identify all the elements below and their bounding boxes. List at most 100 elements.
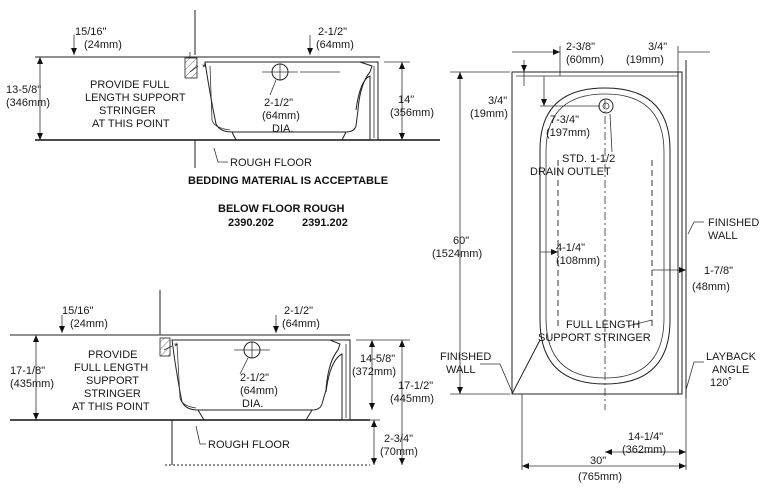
plan-60-arrow-bot — [457, 387, 463, 394]
plan-197mm-label: (197mm) — [546, 127, 590, 139]
bot-dim-1712-arrow-bot — [399, 458, 405, 465]
plan-30-arrow-l — [522, 463, 529, 469]
plan-finished-wall-l-l2: WALL — [446, 364, 476, 376]
top-dim-212-arrow — [307, 48, 313, 55]
top-drain-dia-l1: 2-1/2" — [264, 97, 293, 109]
plan-stringer-l2: SUPPORT STRINGER — [538, 332, 651, 344]
bot-dim-1718-arrow-bot — [33, 413, 39, 420]
top-apron — [355, 61, 379, 141]
plan-19mm-left-label: (19mm) — [470, 108, 508, 120]
plan-finished-wall-r-l1: FINISHED — [708, 217, 759, 229]
bot-drain-leader — [239, 357, 249, 375]
plan-layback-edge — [511, 339, 541, 395]
top-dim-1358-label: 13-5/8" — [6, 84, 41, 96]
plan-238-arrow — [553, 49, 560, 55]
plan-drain-l1: STD. 1-1/2 — [562, 153, 615, 165]
top-dim-1358-arrow-top — [37, 57, 43, 64]
bot-dim-1458-label: 14-5/8" — [360, 353, 395, 365]
top-rough-floor-leader — [213, 147, 228, 163]
plan-238-label: 2-3/8" — [566, 41, 595, 53]
plan-1414-arrow-l — [605, 449, 612, 455]
plan-layback-l1: LAYBACK — [706, 351, 757, 363]
plan-34-left-arrow — [521, 65, 527, 72]
plan-734-label: 7-3/4" — [550, 114, 579, 126]
plan-layback-l2: ANGLE — [712, 364, 749, 376]
bot-dim-1516-label: 15/16" — [62, 305, 94, 317]
bot-drain-dia-l3: DIA. — [242, 398, 263, 410]
bot-dim-24mm-label: (24mm) — [70, 318, 108, 330]
top-provide-l3: STRINGER — [99, 105, 156, 117]
bot-provide-l4: STRINGER — [84, 388, 141, 400]
top-provide-l1: PROVIDE FULL — [90, 79, 169, 91]
plan-view: 2-3/8" (60mm) 3/4" (19mm) 3/4" (19mm) 7-… — [432, 41, 759, 483]
plan-layback-l3: 120˚ — [710, 377, 732, 389]
plan-30-arrow-r — [679, 463, 686, 469]
plan-34-left-label: 3/4" — [488, 95, 507, 107]
bot-provide-l2: FULL LENGTH — [74, 362, 148, 374]
bot-dim-435mm-label: (435mm) — [10, 378, 54, 390]
top-stringer-block — [184, 57, 198, 79]
top-dim-1516-arrow — [71, 48, 77, 55]
bot-rough-floor-leader — [195, 425, 206, 445]
bottom-elevation: 15/16" (24mm) 2-1/2" (64mm) 17-1/8" (435… — [10, 290, 434, 466]
bot-tub-feet — [197, 409, 313, 421]
model-b-label: 2391.202 — [302, 217, 348, 229]
bot-drain-dia-l2: (64mm) — [240, 385, 278, 397]
plan-734-arrow — [541, 99, 547, 106]
bot-dim-1718-arrow-top — [33, 335, 39, 342]
plan-drain-inner — [602, 102, 610, 110]
bot-dim-234-arrow-top — [371, 420, 377, 427]
plan-finished-wall-l-leader — [480, 363, 513, 393]
bot-drain-dia-l1: 2-1/2" — [240, 372, 269, 384]
top-rough-floor-label: ROUGH FLOOR — [230, 157, 312, 169]
top-dim-24mm-label: (24mm) — [84, 39, 122, 51]
plan-outer-rect — [511, 71, 683, 395]
plan-finished-wall-l-l1: FINISHED — [440, 351, 491, 363]
plan-178-arrow — [679, 267, 686, 273]
bot-dim-64mm-label: (64mm) — [282, 318, 320, 330]
plan-48mm-label: (48mm) — [692, 281, 730, 293]
top-drain-dia-l3: DIA. — [272, 123, 293, 135]
plan-30-label: 30" — [590, 455, 606, 467]
plan-1414-arrow-r — [679, 449, 686, 455]
plan-stringer-l1: FULL LENGTH — [566, 319, 640, 331]
plan-tub-oval-inner — [545, 93, 665, 379]
top-drain-leader — [269, 79, 277, 96]
bedding-note: BEDDING MATERIAL IS ACCEPTABLE — [188, 175, 388, 187]
top-provide-l4: AT THIS POINT — [92, 118, 170, 130]
below-floor-rough-title: BELOW FLOOR ROUGH — [218, 203, 345, 215]
bot-rough-floor-label: ROUGH FLOOR — [208, 439, 290, 451]
top-dim-346mm-label: (346mm) — [6, 97, 50, 109]
plan-60mm-label: (60mm) — [566, 54, 604, 66]
top-dim-1516-label: 15/16" — [75, 26, 107, 38]
bot-dim-445mm-label: (445mm) — [390, 393, 434, 405]
plan-414-arrow — [551, 249, 558, 255]
plan-362mm-label: (362mm) — [622, 444, 666, 456]
bot-provide-l1: PROVIDE — [88, 349, 138, 361]
plan-1524mm-label: (1524mm) — [432, 248, 482, 260]
bot-dim-1712-arrow-top — [399, 340, 405, 347]
top-dim-14-arrow-bot — [399, 133, 405, 140]
bot-dim-234-arrow-bot — [371, 458, 377, 465]
bot-stringer-block — [159, 337, 171, 357]
bot-dim-372mm-label: (372mm) — [352, 366, 396, 378]
top-dim-212-label: 2-1/2" — [318, 26, 347, 38]
bot-provide-l3: SUPPORT — [86, 375, 139, 387]
plan-finished-wall-r-l2: WALL — [708, 230, 738, 242]
bot-dim-1718-label: 17-1/8" — [10, 365, 45, 377]
top-dim-14-label: 14" — [398, 94, 414, 106]
top-elevation: 15/16" (24mm) 2-1/2" (64mm) 13-5/8" (346… — [6, 10, 440, 229]
plan-765mm-label: (765mm) — [578, 471, 622, 483]
plan-60-label: 60" — [453, 235, 469, 247]
plan-34-top-label: 3/4" — [648, 41, 667, 53]
top-dim-64mm-label: (64mm) — [316, 39, 354, 51]
bot-dim-1458-arrow-top — [369, 340, 375, 347]
bot-dim-212-arrow — [273, 326, 279, 333]
bot-dim-70mm-label: (70mm) — [380, 446, 418, 458]
plan-layback-leader — [685, 361, 704, 391]
bot-dim-1712-label: 17-1/2" — [398, 380, 433, 392]
top-dim-1358-arrow-bot — [37, 133, 43, 140]
top-dim-14-arrow-top — [399, 62, 405, 69]
plan-drain-leader — [609, 113, 613, 153]
